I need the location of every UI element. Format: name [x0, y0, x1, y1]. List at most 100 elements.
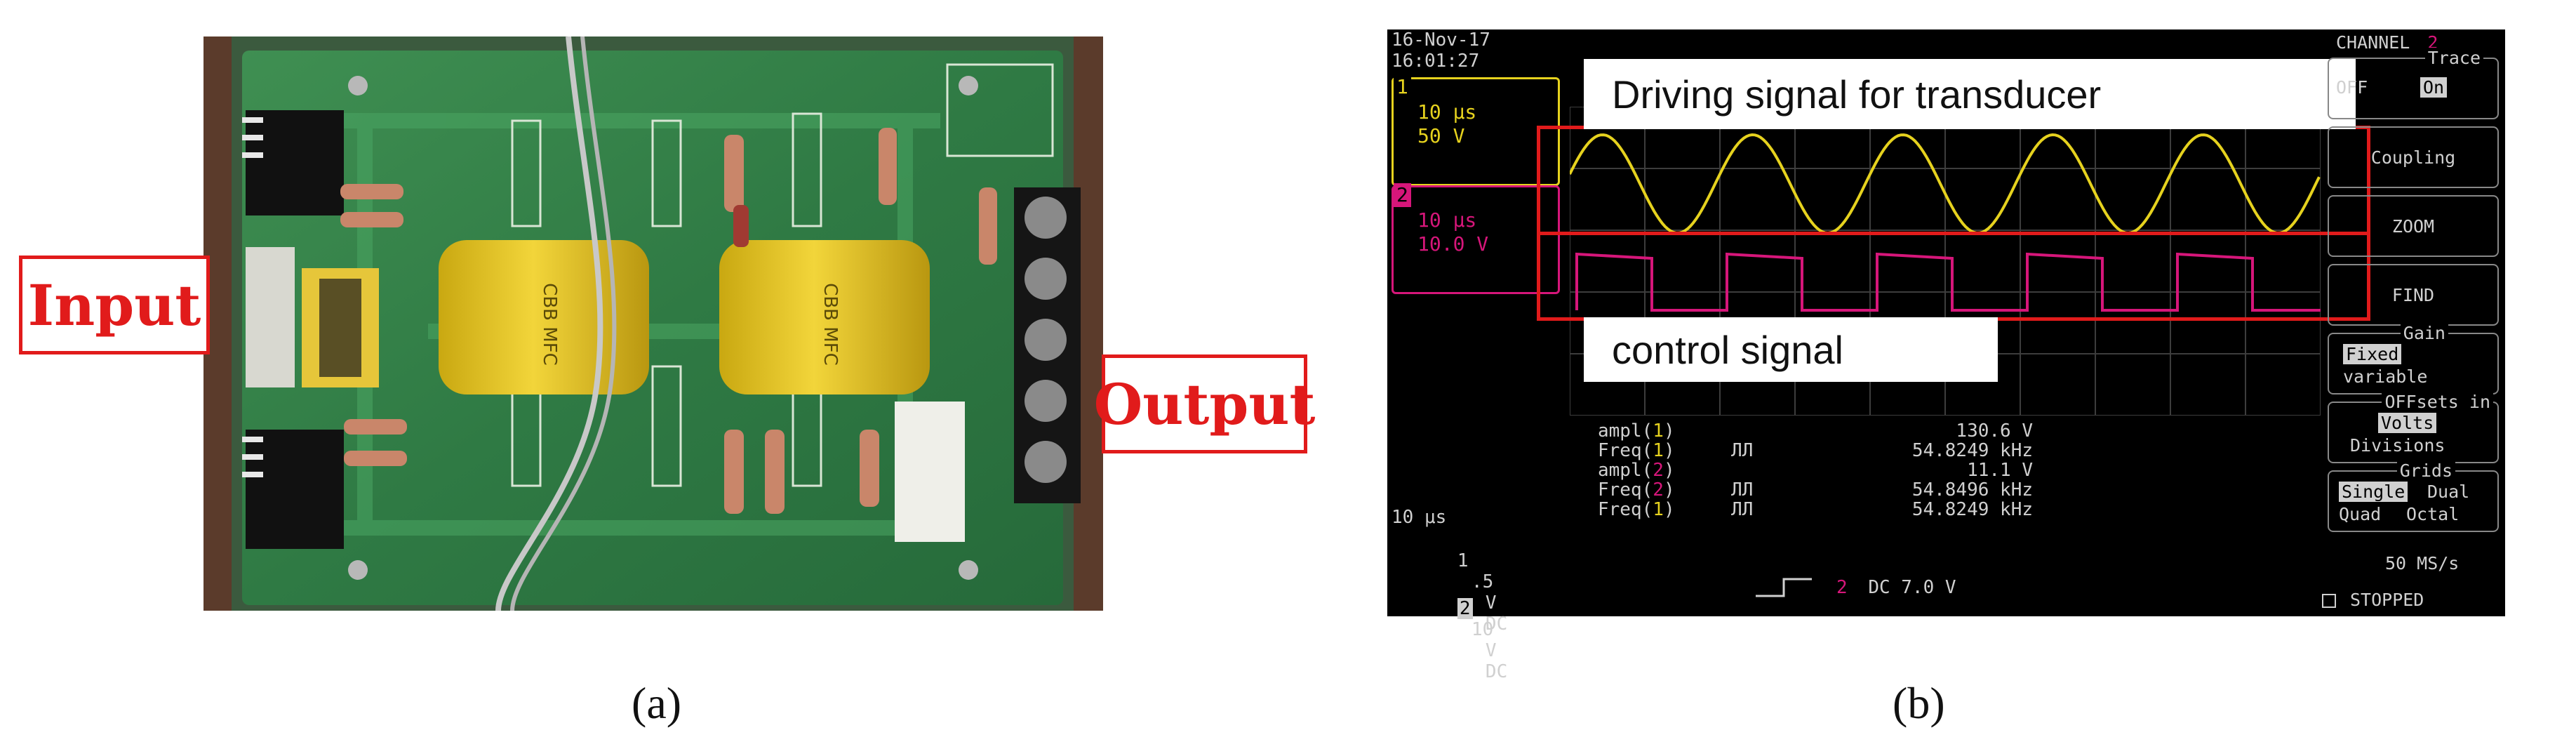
- zoom-button[interactable]: ZOOM: [2328, 195, 2499, 257]
- measurement-channel: 1: [1653, 420, 1664, 442]
- channel-1-setting: 1 .5 V DC: [1392, 529, 1507, 656]
- channel-1-waveform: [1570, 133, 2321, 235]
- measurement-label: Freq(: [1598, 479, 1653, 500]
- menu-title-text: CHANNEL: [2336, 32, 2410, 53]
- channel-2-setting: 2 10 V DC: [1392, 577, 1507, 703]
- power-resistor: [895, 402, 965, 542]
- input-callout: Input: [19, 256, 210, 354]
- caption-b: (b): [1893, 678, 1945, 728]
- menu-channel-number: 2: [2427, 32, 2438, 53]
- heatsink-top: [246, 110, 344, 215]
- ch2-line-scale: 10: [1471, 619, 1494, 640]
- highlight-divider: [1537, 232, 2370, 235]
- panel-a: CBB MFC CBB MFC: [19, 37, 1315, 728]
- channel-2-waveform: [1575, 252, 2321, 312]
- offsets-heading: OFFsets in: [2382, 392, 2493, 412]
- channel-2-timebase: 10 μs: [1417, 208, 1477, 232]
- grids-dual[interactable]: Dual: [2427, 482, 2470, 502]
- menu-title: CHANNEL 2: [2336, 32, 2438, 53]
- film-capacitor-right: CBB MFC: [719, 240, 930, 394]
- grids-heading: Grids: [2396, 460, 2455, 481]
- trigger-readout: 2 DC 7.0 V: [1836, 577, 1956, 598]
- trigger-channel: 2: [1836, 577, 1848, 598]
- measurement-label: Freq(: [1598, 440, 1653, 461]
- measurement-channel: 2: [1653, 460, 1664, 481]
- timebase-readout: 10 μs: [1392, 507, 1447, 528]
- offsets-volts[interactable]: Volts: [2378, 413, 2437, 433]
- measurement-value: 54.8496 kHz: [1911, 479, 2033, 500]
- channel-1-index: 1: [1394, 75, 1411, 99]
- film-capacitor-left: CBB MFC: [439, 240, 649, 394]
- offsets-divisions[interactable]: Divisions: [2350, 435, 2445, 456]
- input-connector: [246, 247, 295, 387]
- highlight-box: [1537, 126, 2370, 321]
- resistors: [340, 128, 997, 514]
- gain-variable[interactable]: variable: [2343, 366, 2428, 387]
- find-button[interactable]: FIND: [2328, 264, 2499, 326]
- grids-control[interactable]: Grids Single Dual Quad Octal: [2328, 460, 2499, 532]
- measurement-value: 130.6 V: [1956, 420, 2033, 442]
- scope-time: 16:01:27: [1392, 51, 1480, 72]
- gain-control[interactable]: Gain Fixed variable: [2328, 323, 2499, 394]
- gain-fixed[interactable]: Fixed: [2343, 344, 2402, 364]
- measurement-value: 54.8249 kHz: [1911, 499, 2033, 520]
- channel-menu: CHANNEL 2 Trace OFF On Coupling ZOOM FIN…: [2322, 29, 2505, 616]
- ch1-line-unit: V: [1485, 592, 1497, 614]
- pcb-photo: CBB MFC CBB MFC: [203, 37, 1103, 611]
- measurement-paren: ): [1663, 420, 1675, 442]
- gain-heading: Gain: [2400, 323, 2448, 343]
- status-checkbox-icon: [2322, 594, 2336, 608]
- heatsink-bottom: [246, 430, 344, 549]
- svg-text:CBB MFC: CBB MFC: [820, 283, 841, 366]
- driving-signal-label: Driving signal for transducer: [1584, 59, 2356, 129]
- measurement-row: Freq(1) ЛЛ 54.8249 kHz: [1598, 499, 2033, 520]
- trace-control[interactable]: Trace OFF On: [2328, 48, 2499, 119]
- measurement-wave-icon: ЛЛ: [1731, 499, 1754, 520]
- scope-datetime: 16-Nov-17 16:01:27: [1392, 29, 1490, 72]
- measurement-row: ampl(2) 11.1 V: [1598, 460, 2033, 481]
- channel-1-timebase: 10 μs: [1417, 100, 1477, 124]
- channel-1-box: 1 10 μs 50 V: [1392, 75, 1560, 186]
- channel-2-index: 2: [1394, 183, 1411, 207]
- trace-on[interactable]: On: [2420, 77, 2448, 98]
- scope-date: 16-Nov-17: [1392, 29, 1490, 51]
- measurement-label: Freq(: [1598, 499, 1653, 520]
- measurement-channel: 1: [1653, 440, 1664, 461]
- measurement-label: ampl(: [1598, 460, 1653, 481]
- channel-2-box: 2 10 μs 10.0 V: [1392, 183, 1560, 294]
- measurement-value: 54.8249 kHz: [1911, 440, 2033, 461]
- trace-off[interactable]: OFF: [2336, 77, 2368, 98]
- channel-1-volts: 50 V: [1417, 124, 1465, 147]
- ch2-line-coupling: DC: [1485, 661, 1508, 682]
- measurement-channel: 1: [1653, 499, 1664, 520]
- measurement-channel: 2: [1653, 479, 1664, 500]
- measurement-paren: ): [1663, 479, 1675, 500]
- trace-heading: Trace: [2424, 48, 2483, 68]
- measurement-value: 11.1 V: [1967, 460, 2033, 481]
- ch2-line-unit: V: [1485, 640, 1497, 661]
- control-signal-label: control signal: [1584, 317, 1998, 382]
- measurement-paren: ): [1663, 460, 1675, 481]
- output-terminal-block: [1014, 187, 1081, 503]
- caption-a: (a): [632, 678, 682, 728]
- coupling-button[interactable]: Coupling: [2328, 126, 2499, 188]
- grids-single[interactable]: Single: [2339, 482, 2408, 502]
- grids-quad[interactable]: Quad: [2339, 504, 2382, 524]
- ch1-line-index: 1: [1457, 550, 1469, 571]
- sample-rate: 50 MS/s: [2385, 553, 2460, 573]
- measurement-paren: ): [1663, 440, 1675, 461]
- acquisition-status: STOPPED: [2350, 590, 2424, 610]
- measurement-label: ampl(: [1598, 420, 1653, 442]
- svg-text:CBB MFC: CBB MFC: [539, 283, 560, 366]
- ch1-line-scale: .5: [1471, 571, 1494, 592]
- offsets-control[interactable]: OFFsets in Volts Divisions: [2328, 392, 2499, 463]
- grey-wire: [495, 37, 603, 611]
- measurement-row: ampl(1) 130.6 V: [1598, 420, 2033, 442]
- measurement-paren: ): [1663, 499, 1675, 520]
- oscilloscope-screen: 16-Nov-17 16:01:27 1 10 μs 50 V 2 10 μs …: [1387, 29, 2505, 682]
- output-callout: Output: [1094, 354, 1315, 453]
- grids-octal[interactable]: Octal: [2406, 504, 2460, 524]
